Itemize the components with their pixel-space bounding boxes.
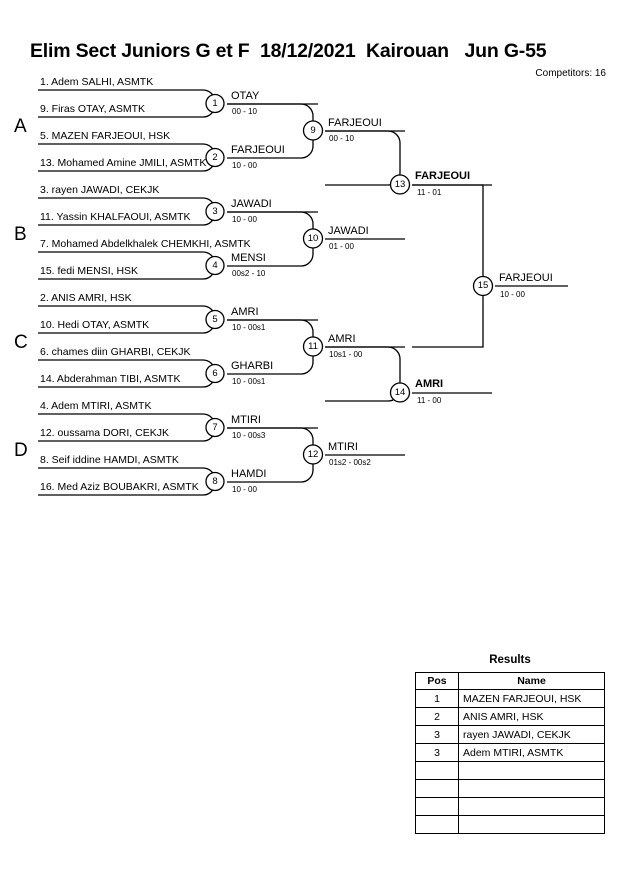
match-number: 4 [212, 260, 218, 271]
match-winner-name: JAWADI [328, 225, 369, 237]
match-number: 5 [212, 314, 218, 325]
competitor-entry: 13. Mohamed Amine JMILI, ASMTK [40, 157, 207, 169]
competitor-entry: 14. Abderahman TIBI, ASMTK [40, 373, 181, 385]
match-winner-name: AMRI [231, 306, 259, 318]
match-number: 12 [307, 449, 319, 460]
result-name: rayen JAWADI, CEKJK [458, 725, 605, 744]
bracket-diagram: A B C D 1. Adem SALHI, ASMTK 9. Firas OT… [14, 76, 568, 496]
match-winner-name: JAWADI [231, 198, 272, 210]
match-number: 1 [212, 98, 218, 109]
table-row: 1 MAZEN FARJEOUI, HSK [415, 689, 605, 708]
table-row: 3 Adem MTIRI, ASMTK [415, 743, 605, 762]
match-number: 7 [212, 422, 218, 433]
match-number: 15 [477, 280, 489, 291]
match-number: 11 [308, 341, 318, 352]
results-header-row: Pos Name [415, 672, 605, 690]
competitor-entry: 3. rayen JAWADI, CEKJK [40, 184, 160, 196]
match-number: 2 [212, 152, 218, 163]
match-winner-name: FARJEOUI [415, 170, 471, 182]
table-row [415, 815, 605, 834]
result-name [458, 797, 605, 816]
results-header-pos: Pos [415, 672, 459, 690]
result-name [458, 815, 605, 834]
competitor-entry: 2. ANIS AMRI, HSK [40, 292, 132, 304]
table-row [415, 797, 605, 816]
competitor-entry: 1. Adem SALHI, ASMTK [40, 76, 154, 88]
match-score: 10 - 00s3 [232, 431, 266, 440]
competitor-entry: 5. MAZEN FARJEOUI, HSK [40, 130, 171, 142]
match-winner-name: AMRI [328, 333, 356, 345]
match-number: 9 [310, 125, 316, 136]
match-score: 00 - 10 [232, 107, 257, 116]
group-label-c: C [14, 332, 28, 353]
table-row [415, 779, 605, 798]
result-pos: 1 [415, 689, 459, 708]
result-pos [415, 779, 459, 798]
match-number: 10 [307, 233, 319, 244]
competitor-entry: 8. Seif iddine HAMDI, ASMTK [40, 454, 179, 466]
match-score: 10 - 00s1 [232, 377, 266, 386]
result-name: ANIS AMRI, HSK [458, 707, 605, 726]
competitor-entry: 15. fedi MENSI, HSK [40, 265, 139, 277]
result-name: MAZEN FARJEOUI, HSK [458, 689, 605, 708]
match-winner-name: MTIRI [328, 441, 358, 453]
competitor-entry: 12. oussama DORI, CEKJK [40, 427, 169, 439]
match-score: 11 - 01 [417, 188, 442, 197]
table-row [415, 761, 605, 780]
match-winner-name: MENSI [231, 252, 266, 264]
results-header-name: Name [458, 672, 605, 690]
competitor-entry: 6. chames diin GHARBI, CEKJK [40, 346, 191, 358]
result-pos: 3 [415, 725, 459, 744]
results-panel: Results Pos Name 1 MAZEN FARJEOUI, HSK 2… [415, 654, 605, 834]
match-score: 10s1 - 00 [329, 350, 363, 359]
result-pos [415, 761, 459, 780]
competitor-entry: 16. Med Aziz BOUBAKRI, ASMTK [40, 481, 199, 493]
match-winner-name: GHARBI [231, 360, 274, 372]
competitor-entry: 4. Adem MTIRI, ASMTK [40, 400, 152, 412]
result-pos: 2 [415, 707, 459, 726]
match-number: 14 [394, 387, 406, 398]
match-winner-name: HAMDI [231, 468, 267, 480]
match-score: 00 - 10 [329, 134, 354, 143]
match-winner-name: AMRI [415, 378, 444, 390]
match-number: 6 [212, 368, 218, 379]
match-number: 13 [394, 179, 406, 190]
competitor-entry: 11. Yassin KHALFAOUI, ASMTK [40, 211, 191, 223]
match-winner-name: FARJEOUI [231, 144, 285, 156]
result-pos: 3 [415, 743, 459, 762]
competitor-entry: 7. Mohamed Abdelkhalek CHEMKHI, ASMTK [40, 238, 251, 250]
results-table: Pos Name 1 MAZEN FARJEOUI, HSK 2 ANIS AM… [415, 672, 605, 834]
competitors-count: Competitors: 16 [535, 68, 606, 79]
final-score: 10 - 00 [500, 290, 525, 299]
match-winner-name: FARJEOUI [328, 117, 382, 129]
results-title: Results [489, 654, 531, 666]
table-row: 3 rayen JAWADI, CEKJK [415, 725, 605, 744]
result-name [458, 761, 605, 780]
competitor-entry: 10. Hedi OTAY, ASMTK [40, 319, 150, 331]
group-label-b: B [14, 224, 27, 245]
competitor-entry: 9. Firas OTAY, ASMTK [40, 103, 146, 115]
match-winner-name: OTAY [231, 90, 260, 102]
group-label-d: D [14, 440, 28, 461]
result-name: Adem MTIRI, ASMTK [458, 743, 605, 762]
group-label-a: A [14, 116, 27, 137]
bracket-lines [38, 89, 568, 496]
match-score: 00s2 - 10 [232, 269, 266, 278]
result-pos [415, 815, 459, 834]
match-number: 8 [212, 476, 218, 487]
match-number: 3 [212, 206, 218, 217]
result-name [458, 779, 605, 798]
match-score: 01 - 00 [329, 242, 354, 251]
match-score: 10 - 00 [232, 485, 257, 494]
final-winner-name: FARJEOUI [499, 272, 553, 284]
result-pos [415, 797, 459, 816]
match-score: 11 - 00 [417, 396, 442, 405]
match-score: 01s2 - 00s2 [329, 458, 371, 467]
match-score: 10 - 00 [232, 215, 257, 224]
match-score: 10 - 00s1 [232, 323, 266, 332]
table-row: 2 ANIS AMRI, HSK [415, 707, 605, 726]
match-winner-name: MTIRI [231, 414, 261, 426]
page-title: Elim Sect Juniors G et F 18/12/2021 Kair… [30, 40, 547, 62]
match-score: 10 - 00 [232, 161, 257, 170]
